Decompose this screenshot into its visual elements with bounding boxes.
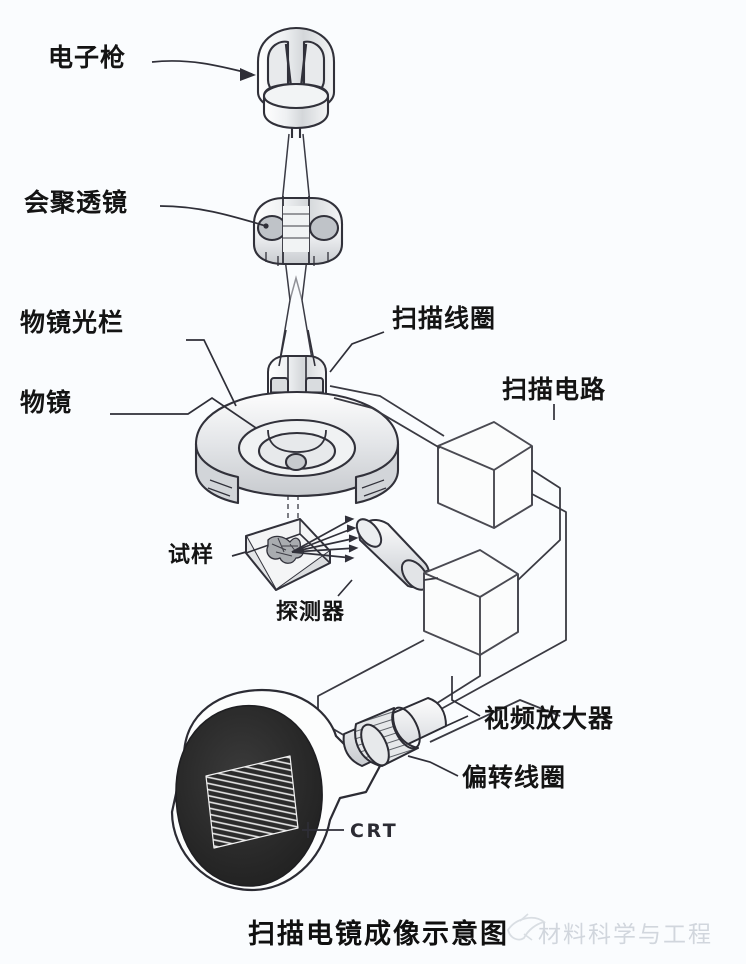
deflection-coil-icon <box>342 697 469 767</box>
figure-caption: 扫描电镜成像示意图 <box>248 919 509 950</box>
label-objective-aperture: 物镜光栏 <box>20 308 125 337</box>
label-objective-lens: 物镜 <box>20 388 73 417</box>
label-electron-gun: 电子枪 <box>48 43 127 72</box>
label-crt: CRT <box>350 820 399 842</box>
objective-lens-icon <box>194 390 400 505</box>
label-condenser-lens: 会聚透镜 <box>24 188 129 217</box>
watermark: 材料科学与工程 <box>538 915 713 949</box>
signal-rays-icon <box>291 515 359 563</box>
condenser-lens-icon <box>252 196 344 266</box>
label-deflection-coil: 偏转线圈 <box>462 763 567 792</box>
scan-circuit-box-icon <box>437 421 533 529</box>
bird-logo-icon <box>507 913 546 941</box>
label-detector: 探测器 <box>276 600 346 625</box>
leader-lines <box>110 60 555 838</box>
label-scan-coil: 扫描线圈 <box>392 304 497 333</box>
electron-gun-icon <box>256 26 336 138</box>
detector-icon <box>355 518 440 591</box>
label-specimen: 试样 <box>168 543 215 568</box>
crt-display-icon <box>170 688 382 892</box>
label-video-amplifier: 视频放大器 <box>484 704 615 733</box>
watermark-text: 材料科学与工程 <box>538 922 713 948</box>
video-amplifier-box-icon <box>423 549 519 656</box>
specimen-icon <box>245 518 331 591</box>
label-scan-circuit: 扫描电路 <box>502 375 607 404</box>
